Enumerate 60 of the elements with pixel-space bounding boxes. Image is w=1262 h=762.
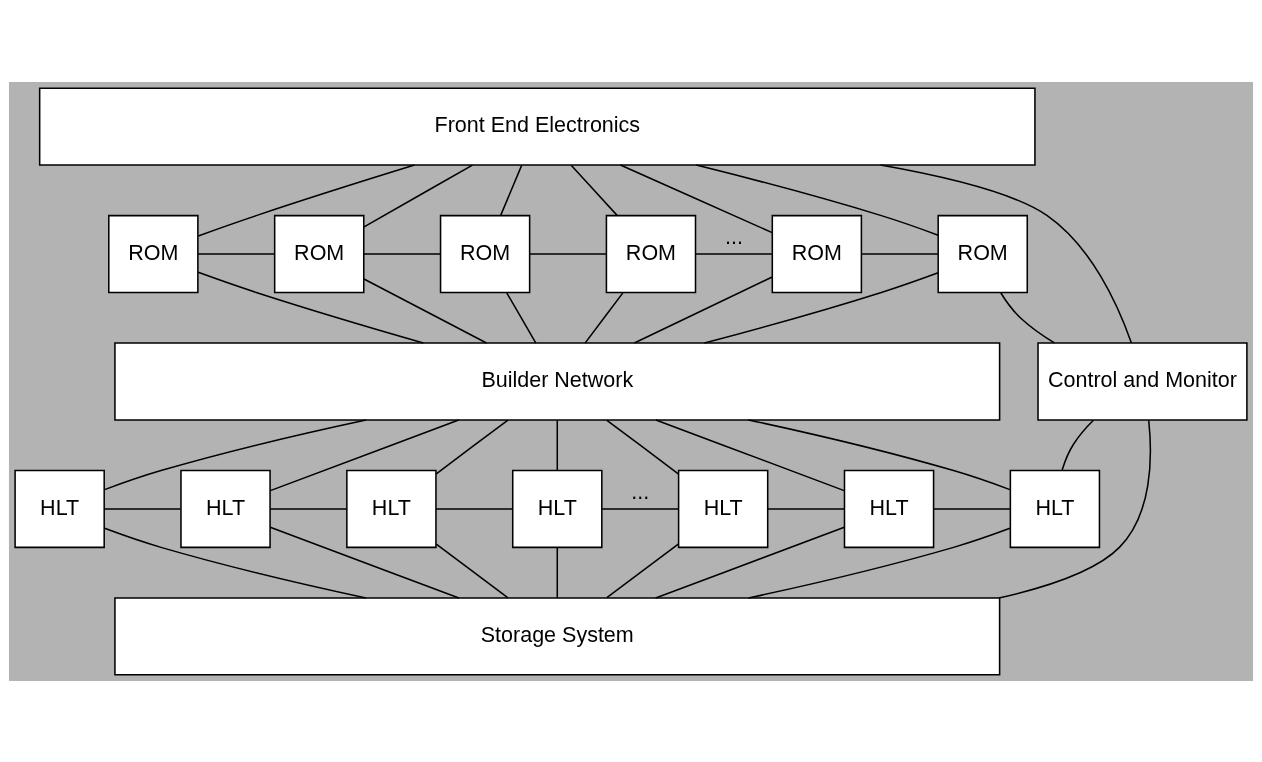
connector <box>363 252 441 255</box>
connector <box>932 507 1011 510</box>
connector <box>363 277 488 344</box>
node-box: HLT <box>511 469 603 548</box>
connector <box>747 418 1011 490</box>
node-box: HLT <box>1009 469 1101 548</box>
connector <box>605 418 680 475</box>
connector <box>1061 418 1095 471</box>
connector <box>435 507 514 510</box>
connector <box>879 163 1133 344</box>
connector <box>197 252 275 255</box>
node-box: Builder Network <box>114 341 1001 421</box>
connector <box>103 527 367 599</box>
connector <box>103 418 367 490</box>
connector <box>529 252 607 255</box>
connector <box>633 275 773 344</box>
node-box: ROM <box>771 214 863 293</box>
connector <box>499 164 523 216</box>
edge-label: ... <box>724 224 743 249</box>
connector <box>998 419 1152 599</box>
node-box: HLT <box>14 469 105 548</box>
node-box: ROM <box>439 214 531 293</box>
connector <box>703 271 939 344</box>
node-box: Front End Electronics <box>38 86 1036 166</box>
connector <box>584 291 624 344</box>
node-box: Storage System <box>114 596 1001 676</box>
connector <box>269 526 460 599</box>
connector <box>695 163 939 236</box>
node-box: HLT <box>843 469 935 548</box>
connector <box>601 507 679 510</box>
connector <box>747 527 1011 599</box>
connector <box>556 419 559 471</box>
connector <box>269 418 460 491</box>
connector <box>103 507 182 510</box>
connector <box>435 418 509 475</box>
connector <box>197 163 416 237</box>
connector <box>269 507 348 510</box>
connector <box>570 164 619 216</box>
node-box: HLT <box>180 469 271 548</box>
connector <box>363 163 474 228</box>
edge-label: ... <box>631 479 650 504</box>
connector <box>197 271 425 344</box>
node-box: HLT <box>677 469 769 548</box>
connector <box>556 546 559 599</box>
connector <box>767 507 845 510</box>
node-box: ROM <box>273 214 365 293</box>
connector <box>999 291 1056 344</box>
connector <box>654 526 846 599</box>
node-box: ROM <box>605 214 697 293</box>
node-box: HLT <box>346 469 437 548</box>
connector <box>655 418 845 491</box>
connector <box>435 542 509 598</box>
connector <box>619 163 773 233</box>
node-box: ROM <box>108 214 199 293</box>
connector <box>860 252 939 255</box>
connector <box>506 291 537 344</box>
connector <box>695 252 773 255</box>
node-box: Control and Monitor <box>1037 341 1248 421</box>
node-box: ROM <box>937 214 1029 293</box>
connector <box>606 542 680 598</box>
